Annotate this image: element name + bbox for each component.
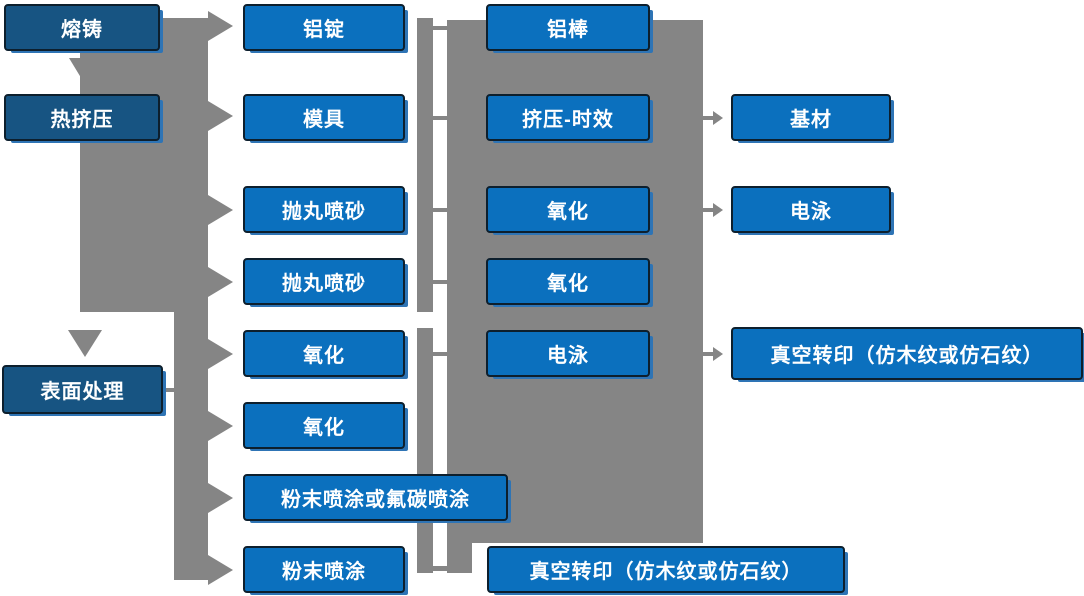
node-base: 基材 (731, 94, 891, 141)
node-edp1: 电泳 (486, 330, 650, 377)
connector-pipe-arrow-r7-icon (208, 482, 233, 513)
connector-band-stub-r3 (433, 207, 448, 212)
connector-gray-band-foot (447, 543, 472, 573)
connector-band-arrow-line-r3 (703, 207, 714, 212)
node-oxid2: 氧化 (243, 402, 405, 449)
connector-band-stub-r2 (433, 115, 448, 120)
node-oxid1: 氧化 (243, 330, 405, 377)
node-oxid4: 氧化 (486, 258, 650, 305)
node-mold: 模具 (243, 94, 405, 141)
node-rod: 铝棒 (486, 4, 650, 51)
connector-pipe-arrow-r6-icon (208, 410, 233, 441)
connector-band-arrow-head-r3-icon (713, 202, 723, 217)
connector-band-arrow-head-r2-icon (713, 110, 723, 125)
connector-band-stub-r4 (433, 279, 448, 284)
connector-melt-extrude-arrow-icon (69, 58, 103, 86)
node-vac2: 真空转印（仿木纹或仿石纹） (731, 327, 1083, 380)
connector-mid-bar-bottom (417, 328, 433, 573)
node-surface: 表面处理 (2, 365, 163, 414)
connector-left-bar (174, 312, 208, 580)
connector-pipe-arrow-r8-icon (208, 554, 233, 585)
connector-mid-bar-top (417, 18, 433, 312)
connector-vac1-stub (433, 566, 448, 571)
node-powder_fluoro: 粉末喷涂或氟碳喷涂 (243, 474, 508, 521)
connector-pipe-arrow-r5-icon (208, 338, 233, 369)
node-ingot: 铝锭 (243, 4, 405, 51)
connector-band-stub-r5 (433, 351, 448, 356)
connector-pipe-arrow-r3-icon (208, 194, 233, 225)
connector-band-arrow-line-r5 (703, 351, 714, 356)
node-vac1: 真空转印（仿木纹或仿石纹） (487, 546, 845, 593)
connector-band-arrow-line-r2 (703, 115, 714, 120)
node-extrude_aging: 挤压-时效 (486, 94, 650, 141)
connector-pipe-arrow-r4-icon (208, 266, 233, 297)
connector-band-arrow-head-r5-icon (713, 346, 723, 361)
node-blast1: 抛丸喷砂 (243, 186, 405, 233)
connector-extrude-surface-arrow-icon (68, 330, 102, 357)
node-oxid3: 氧化 (486, 186, 650, 233)
node-extrude: 热挤压 (4, 94, 160, 141)
connector-pipe-arrow-r2-icon (208, 100, 233, 131)
connector-surface-link (160, 388, 176, 392)
connector-band-stub-r1 (433, 25, 448, 30)
connector-pipe-arrow-r1-icon (208, 10, 233, 41)
node-melt: 熔铸 (4, 4, 160, 51)
node-powder: 粉末喷涂 (243, 546, 405, 593)
node-blast2: 抛丸喷砂 (243, 258, 405, 305)
node-edp2: 电泳 (731, 186, 891, 233)
